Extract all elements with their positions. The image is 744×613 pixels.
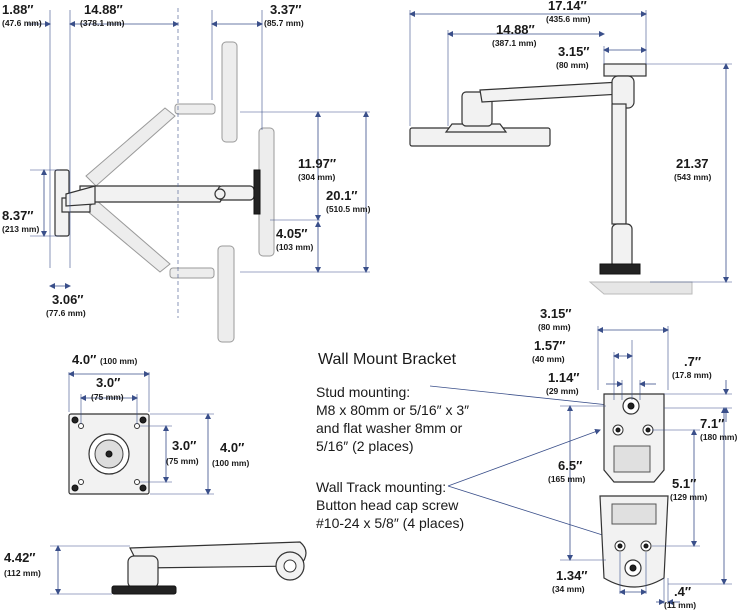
svg-text:(435.6 mm): (435.6 mm) <box>546 14 591 24</box>
tilt-ghost-lower <box>169 267 215 279</box>
dim-bracket-0-4: .4″ <box>674 584 691 599</box>
main-arm <box>79 185 224 203</box>
dim-vesa-4-0-w: 4.0″ <box>72 352 96 367</box>
arm-ghost-upper <box>85 107 176 187</box>
dim-vesa-4-0-h: 4.0″ <box>220 440 244 455</box>
base-view: 4.42″ (112 mm) <box>4 541 307 595</box>
dim-4-42: 4.42″ <box>4 550 36 565</box>
vesa-plate-view: 4.0″ (100 mm) 3.0″ (75 mm) 3.0″ (75 mm) … <box>68 352 249 495</box>
dim-bracket-7-1: 7.1″ <box>700 416 724 431</box>
dim-bracket-1-57: 1.57″ <box>534 338 566 353</box>
monitor-ghost-upper <box>221 41 238 143</box>
dim-bracket-0-7: .7″ <box>684 354 701 369</box>
svg-text:(75 mm): (75 mm) <box>91 392 124 402</box>
dim-3-06: 3.06″ <box>52 292 84 307</box>
track-mounting-line-2: Button head cap screw <box>316 497 459 513</box>
svg-text:(387.1 mm): (387.1 mm) <box>492 38 537 48</box>
svg-text:(100 mm): (100 mm) <box>212 458 249 468</box>
stud-mounting-line-4: 5/16″ (2 places) <box>316 438 414 454</box>
arm-ghost-lower <box>85 199 171 273</box>
svg-text:(47.6 mm): (47.6 mm) <box>2 18 42 28</box>
dim-11-97: 11.97″ <box>298 156 336 171</box>
wall-bracket-title: Wall Mount Bracket <box>318 351 457 368</box>
base-clamp <box>127 555 159 589</box>
svg-text:(34 mm): (34 mm) <box>552 584 585 594</box>
monitor-ghost-lower <box>217 245 235 343</box>
desk-surface <box>588 281 693 295</box>
top-view: 17.14″ (435.6 mm) 14.88″ (387.1 mm) 3.15… <box>409 0 732 295</box>
dim-3-37: 3.37″ <box>270 2 302 17</box>
svg-text:(100 mm): (100 mm) <box>100 356 137 366</box>
dim-8-37: 8.37″ <box>2 208 34 223</box>
track-mounting-line-1: Wall Track mounting: <box>316 479 446 495</box>
dim-vesa-3-0-h: 3.0″ <box>172 438 196 453</box>
track-mounting-line-3: #10-24 x 5/8″ (4 places) <box>316 515 464 531</box>
svg-text:(129 mm): (129 mm) <box>670 492 707 502</box>
svg-text:(180 mm): (180 mm) <box>700 432 737 442</box>
svg-text:(112 mm): (112 mm) <box>4 568 41 578</box>
svg-text:(510.5 mm): (510.5 mm) <box>326 204 371 214</box>
dim-17-14: 17.14″ <box>548 0 587 13</box>
pole-cap <box>603 63 647 77</box>
dim-4-05: 4.05″ <box>276 226 308 241</box>
dim-20-1: 20.1″ <box>326 188 358 203</box>
svg-text:(77.6 mm): (77.6 mm) <box>46 308 86 318</box>
base-foot <box>111 585 177 595</box>
svg-text:(75 mm): (75 mm) <box>166 456 199 466</box>
svg-text:(29 mm): (29 mm) <box>546 386 579 396</box>
svg-text:(165 mm): (165 mm) <box>548 474 585 484</box>
clamp-upper <box>611 223 633 269</box>
svg-text:(85.7 mm): (85.7 mm) <box>264 18 304 28</box>
svg-text:(11 mm): (11 mm) <box>664 600 696 610</box>
svg-text:(80 mm): (80 mm) <box>556 60 589 70</box>
svg-text:(80 mm): (80 mm) <box>538 322 571 332</box>
clamp-base <box>599 263 641 275</box>
tilt-ghost-upper <box>174 103 216 115</box>
dim-bracket-6-5: 6.5″ <box>558 458 582 473</box>
svg-text:(543 mm): (543 mm) <box>674 172 711 182</box>
svg-text:(213 mm): (213 mm) <box>2 224 39 234</box>
dim-1-88: 1.88″ <box>2 2 34 17</box>
arm-pivot <box>65 185 96 207</box>
dim-21-37: 21.37 <box>676 156 709 171</box>
dim-bracket-1-34: 1.34″ <box>556 568 588 583</box>
svg-text:(17.8 mm): (17.8 mm) <box>672 370 712 380</box>
stud-mounting-line-3: and flat washer 8mm or <box>316 420 463 436</box>
dim-14-88: 14.88″ <box>84 2 123 17</box>
wall-bracket-view: Wall Mount Bracket Stud mounting: M8 x 8… <box>316 306 737 610</box>
dim-14-88-top: 14.88″ <box>496 22 535 37</box>
dim-bracket-1-14: 1.14″ <box>548 370 580 385</box>
dim-3-15-top: 3.15″ <box>558 44 590 59</box>
arm-top <box>479 81 623 103</box>
stud-mounting-line-2: M8 x 80mm or 5/16″ x 3″ <box>316 402 469 418</box>
elbow-pivot <box>214 188 226 200</box>
dim-bracket-5-1: 5.1″ <box>672 476 696 491</box>
stud-mounting-line-1: Stud mounting: <box>316 384 410 400</box>
vesa-plate-side <box>253 169 261 215</box>
pole-collar <box>611 75 635 109</box>
svg-text:(103 mm): (103 mm) <box>276 242 313 252</box>
svg-text:(378.1 mm): (378.1 mm) <box>80 18 125 28</box>
pole <box>611 103 627 225</box>
dim-vesa-3-0-w: 3.0″ <box>96 375 120 390</box>
dim-bracket-3-15: 3.15″ <box>540 306 572 321</box>
svg-text:(304 mm): (304 mm) <box>298 172 335 182</box>
svg-text:(40 mm): (40 mm) <box>532 354 565 364</box>
side-view: 1.88″ (47.6 mm) 14.88″ (378.1 mm) 3.37″ … <box>2 2 371 343</box>
monitor-ghost-right <box>258 127 275 257</box>
